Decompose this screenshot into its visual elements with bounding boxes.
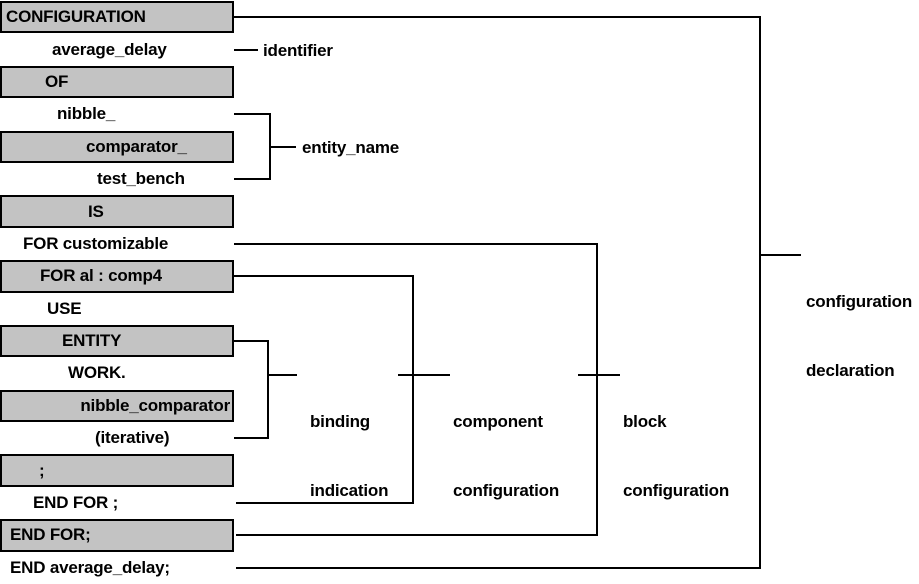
- label-text: component: [453, 412, 543, 431]
- syntax-row-text: END FOR ;: [33, 493, 119, 513]
- label-text: declaration: [806, 361, 895, 380]
- syntax-row-text: OF: [45, 71, 69, 91]
- syntax-row-text: FOR al : comp4: [40, 266, 162, 286]
- label-identifier: identifier: [263, 39, 333, 62]
- syntax-row-entity-name-part: test_bench: [0, 163, 234, 195]
- syntax-row-text: WORK.: [68, 363, 126, 383]
- syntax-row-architecture: (iterative): [0, 422, 234, 454]
- syntax-row-semicolon: ;: [0, 454, 234, 487]
- syntax-row-text: (iterative): [95, 428, 170, 448]
- syntax-row-block-config-start: FOR customizable: [0, 228, 234, 260]
- syntax-row-text: ENTITY: [62, 331, 122, 351]
- syntax-row-entity-name-part: comparator_: [0, 130, 234, 163]
- label-text: entity_name: [302, 138, 400, 157]
- syntax-row-text: END FOR;: [10, 525, 91, 545]
- syntax-row-text: comparator_: [86, 136, 187, 156]
- syntax-row-keyword: IS: [0, 195, 234, 228]
- syntax-row-text: END average_delay;: [10, 557, 170, 577]
- syntax-row-end-for: END FOR ;: [0, 487, 234, 519]
- code-column: CONFIGURATION average_delay OF nibble_ c…: [0, 1, 236, 584]
- syntax-row-text: average_delay: [52, 39, 167, 59]
- syntax-row-component-config-start: FOR al : comp4: [0, 260, 234, 293]
- label-text: block: [623, 412, 667, 431]
- syntax-row-end-for: END FOR;: [0, 519, 234, 552]
- label-entity-name: entity_name: [302, 136, 399, 159]
- label-configuration-declaration: configuration declaration: [806, 244, 912, 428]
- label-component-configuration: component configuration: [453, 364, 559, 548]
- syntax-row-keyword: CONFIGURATION: [0, 1, 234, 34]
- label-block-configuration: block configuration: [623, 364, 729, 548]
- label-text: configuration: [806, 292, 912, 311]
- syntax-row-text: CONFIGURATION: [6, 7, 146, 27]
- syntax-row-library: WORK.: [0, 357, 234, 389]
- syntax-row-end: END average_delay;: [0, 552, 234, 584]
- syntax-row-text: nibble_: [57, 104, 116, 124]
- label-text: indication: [310, 481, 389, 500]
- label-text: binding: [310, 412, 370, 431]
- syntax-row-text: ;: [39, 460, 45, 480]
- syntax-row-keyword-use: USE: [0, 293, 234, 325]
- syntax-row-entity-ref: nibble_comparator: [0, 389, 234, 423]
- label-text: identifier: [263, 41, 333, 60]
- syntax-row-text: USE: [47, 298, 82, 318]
- syntax-row-entity-name-part: nibble_: [0, 98, 234, 130]
- label-text: configuration: [453, 481, 559, 500]
- syntax-row-text: IS: [88, 201, 104, 221]
- syntax-row-text: FOR customizable: [23, 233, 169, 253]
- label-binding-indication: binding indication: [310, 364, 388, 548]
- label-text: configuration: [623, 481, 729, 500]
- syntax-row-text: test_bench: [97, 169, 185, 189]
- syntax-row-text: nibble_comparator: [80, 395, 230, 415]
- syntax-row-keyword: OF: [0, 65, 234, 99]
- syntax-row-identifier: average_delay: [0, 33, 234, 65]
- syntax-row-binding-start: ENTITY: [0, 324, 234, 358]
